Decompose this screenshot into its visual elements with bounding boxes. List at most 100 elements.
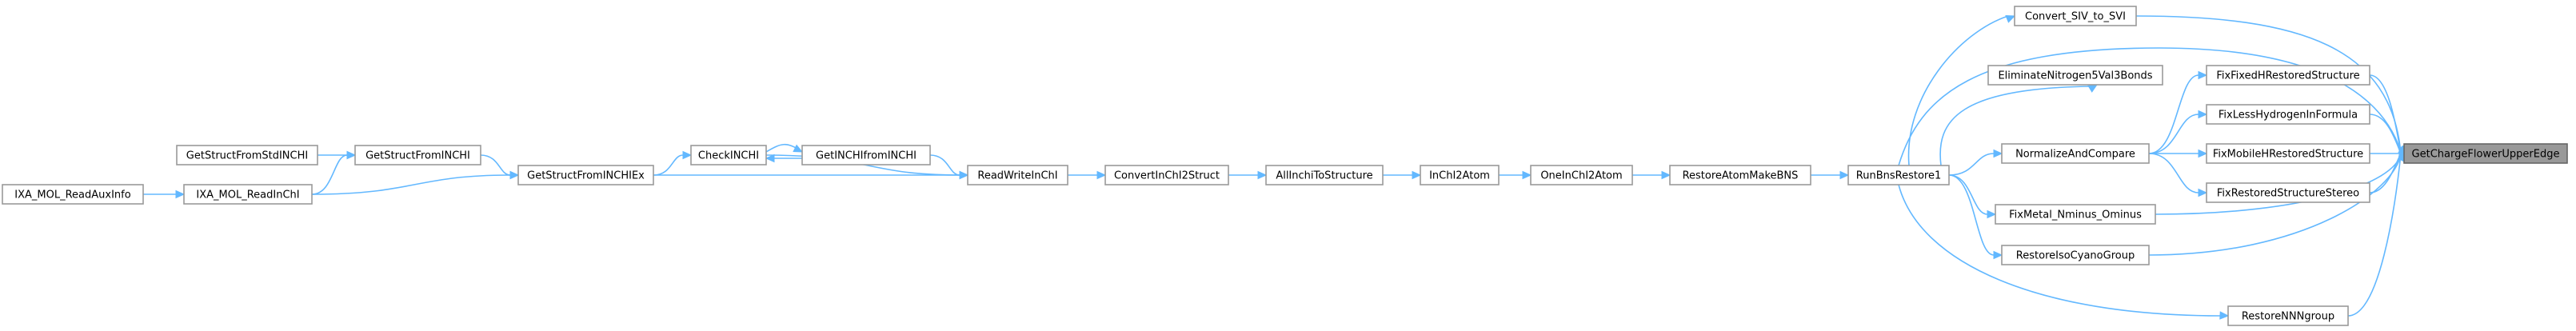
node-convert-box	[2014, 6, 2137, 26]
node-ixareadaux-label: IXA_MOL_ReadAuxInfo	[14, 189, 130, 201]
node-root[interactable]: GetChargeFlowerUpperEdge	[2403, 143, 2568, 164]
node-fixfixed-box	[2206, 65, 2370, 86]
edge-allinchi-to-inchi2atom	[1382, 170, 1422, 180]
edge-convertinchi-to-allinchi-arrowhead	[1257, 170, 1268, 180]
edge-fixfixed-to-root	[2369, 74, 2409, 155]
node-convert-label: Convert_SIV_to_SVI	[2025, 11, 2126, 23]
edge-getstructex-to-checkinchi	[653, 150, 693, 176]
node-convertinchi[interactable]: ConvertInChI2Struct	[1104, 165, 1229, 185]
edge-readwrite-to-convertinchi	[1067, 170, 1107, 180]
node-fixless-box	[2206, 104, 2370, 125]
node-ixareadaux-box	[2, 184, 144, 205]
node-elim-box	[1987, 65, 2163, 86]
node-elim-label: EliminateNitrogen5Val3Bonds	[1998, 70, 2152, 82]
edge-runbns-to-restoreiso-line	[1948, 174, 1995, 256]
node-oneinchi[interactable]: OneInChI2Atom	[1530, 165, 1633, 185]
edge-ixareadaux-to-ixareadinchi-arrowhead	[175, 189, 186, 199]
edge-restoreatom-to-runbns	[1810, 170, 1850, 180]
edge-ixareadinchi-to-getstruct-line	[311, 154, 348, 195]
node-getstructex[interactable]: GetStructFromINCHIEx	[517, 165, 654, 185]
edge-runbns-to-elim-line	[1939, 86, 2093, 166]
edge-readwrite-to-convertinchi-arrowhead	[1096, 170, 1107, 180]
node-restoreiso[interactable]: RestoreIsoCyanoGroup	[2001, 245, 2150, 265]
node-getinchifrom[interactable]: GetINCHIfromINCHI	[801, 145, 931, 166]
node-getstructstd-label: GetStructFromStdINCHI	[186, 150, 308, 162]
node-readwrite[interactable]: ReadWriteInChI	[967, 165, 1068, 185]
node-getstructex-box	[517, 165, 654, 185]
node-restorenn[interactable]: RestoreNNNgroup	[2227, 305, 2349, 326]
edge-runbns-to-root-line	[1898, 47, 2402, 166]
node-ixareadaux[interactable]: IXA_MOL_ReadAuxInfo	[2, 184, 144, 205]
node-fixfixed[interactable]: FixFixedHRestoredStructure	[2206, 65, 2370, 86]
edge-ixareadinchi-to-getstruct-arrowhead	[346, 150, 357, 160]
edge-ixareadaux-to-ixareadinchi	[143, 189, 186, 199]
edge-inchi2atom-to-oneinchi-arrowhead	[1522, 170, 1532, 180]
node-fixmetal-label: FixMetal_Nminus_Ominus	[2009, 209, 2142, 221]
node-restoreiso-box	[2001, 245, 2150, 265]
edge-fixfixed-to-root-line	[2369, 74, 2402, 154]
edge-normalize-to-fixless-line	[2148, 114, 2199, 154]
edge-getstructex-to-checkinchi-arrowhead	[682, 150, 693, 160]
node-inchi2atom-label: InChI2Atom	[1429, 170, 1490, 182]
node-restoreatom-box	[1669, 165, 1811, 185]
node-ixareadinchi-box	[183, 184, 313, 205]
node-runbns[interactable]: RunBnsRestore1	[1847, 165, 1950, 185]
edge-ixareadinchi-to-getstructex-line	[311, 174, 511, 195]
edge-runbns-to-fixmetal-arrowhead	[1987, 209, 1997, 219]
node-checkinchi[interactable]: CheckINCHI	[690, 145, 767, 166]
edge-oneinchi-to-restoreatom	[1631, 170, 1671, 180]
node-inchi2atom[interactable]: InChI2Atom	[1420, 165, 1500, 185]
node-elim[interactable]: EliminateNitrogen5Val3Bonds	[1987, 65, 2163, 86]
edge-ixareadinchi-to-getstruct	[311, 150, 357, 195]
node-fixless-label: FixLessHydrogenInFormula	[2219, 110, 2358, 122]
node-getstruct-box	[354, 145, 481, 166]
edge-allinchi-to-inchi2atom-arrowhead	[1412, 170, 1422, 180]
node-oneinchi-label: OneInChI2Atom	[1540, 170, 1622, 182]
edge-normalize-to-fixstereo-arrowhead	[2198, 188, 2208, 197]
node-readwrite-box	[967, 165, 1068, 185]
edge-runbns-to-restorenn	[1898, 184, 2230, 320]
node-allinchi[interactable]: AllInchiToStructure	[1265, 165, 1384, 185]
node-fixmobile[interactable]: FixMobileHRestoredStructure	[2206, 143, 2370, 164]
node-fixless[interactable]: FixLessHydrogenInFormula	[2206, 104, 2370, 125]
node-fixstereo-label: FixRestoredStructureStereo	[2217, 188, 2359, 200]
node-getstructex-label: GetStructFromINCHIEx	[527, 170, 645, 182]
node-allinchi-label: AllInchiToStructure	[1276, 170, 1372, 182]
node-oneinchi-box	[1530, 165, 1633, 185]
edge-runbns-to-restorenn-arrowhead	[2219, 311, 2230, 320]
node-allinchi-box	[1265, 165, 1384, 185]
node-fixmetal[interactable]: FixMetal_Nminus_Ominus	[1995, 204, 2156, 225]
edge-runbns-to-elim-arrowhead	[2087, 84, 2099, 93]
node-normalize[interactable]: NormalizeAndCompare	[2001, 143, 2150, 164]
node-getstruct[interactable]: GetStructFromINCHI	[354, 145, 481, 166]
edge-normalize-to-fixless-arrowhead	[2198, 110, 2208, 119]
node-restorenn-box	[2227, 305, 2349, 326]
node-fixmobile-box	[2206, 143, 2370, 164]
node-ixareadinchi[interactable]: IXA_MOL_ReadInChI	[183, 184, 313, 205]
node-fixstereo[interactable]: FixRestoredStructureStereo	[2206, 182, 2370, 203]
node-ixareadinchi-label: IXA_MOL_ReadInChI	[196, 189, 299, 201]
edge-runbns-to-convert	[1907, 15, 2016, 166]
node-getstructstd[interactable]: GetStructFromStdINCHI	[176, 145, 318, 166]
node-getinchifrom-label: GetINCHIfromINCHI	[816, 150, 917, 162]
node-restoreiso-label: RestoreIsoCyanoGroup	[2016, 250, 2135, 262]
node-fixmetal-box	[1995, 204, 2156, 225]
edge-runbns-to-restoreiso-arrowhead	[1993, 250, 2003, 260]
edge-normalize-to-fixfixed-arrowhead	[2198, 70, 2208, 80]
node-getinchifrom-box	[801, 145, 931, 166]
node-restoreatom[interactable]: RestoreAtomMakeBNS	[1669, 165, 1811, 185]
node-checkinchi-label: CheckINCHI	[698, 150, 759, 162]
edge-runbns-to-normalize-line	[1948, 153, 1995, 176]
edge-runbns-to-convert-line	[1907, 15, 2009, 166]
edge-normalize-to-fixstereo	[2148, 153, 2208, 197]
node-restoreatom-label: RestoreAtomMakeBNS	[1683, 170, 1799, 182]
edge-checkinchi-to-getinchifrom	[765, 143, 804, 153]
edge-normalize-to-fixstereo-line	[2148, 153, 2199, 193]
node-convert[interactable]: Convert_SIV_to_SVI	[2014, 6, 2137, 26]
node-fixmobile-label: FixMobileHRestoredStructure	[2213, 149, 2363, 161]
edge-runbns-to-convert-arrowhead	[2005, 15, 2016, 23]
edge-normalize-to-fixmobile-arrowhead	[2198, 149, 2208, 158]
edge-convertinchi-to-allinchi	[1228, 170, 1268, 180]
edge-runbns-to-restorenn-line	[1898, 184, 2221, 317]
